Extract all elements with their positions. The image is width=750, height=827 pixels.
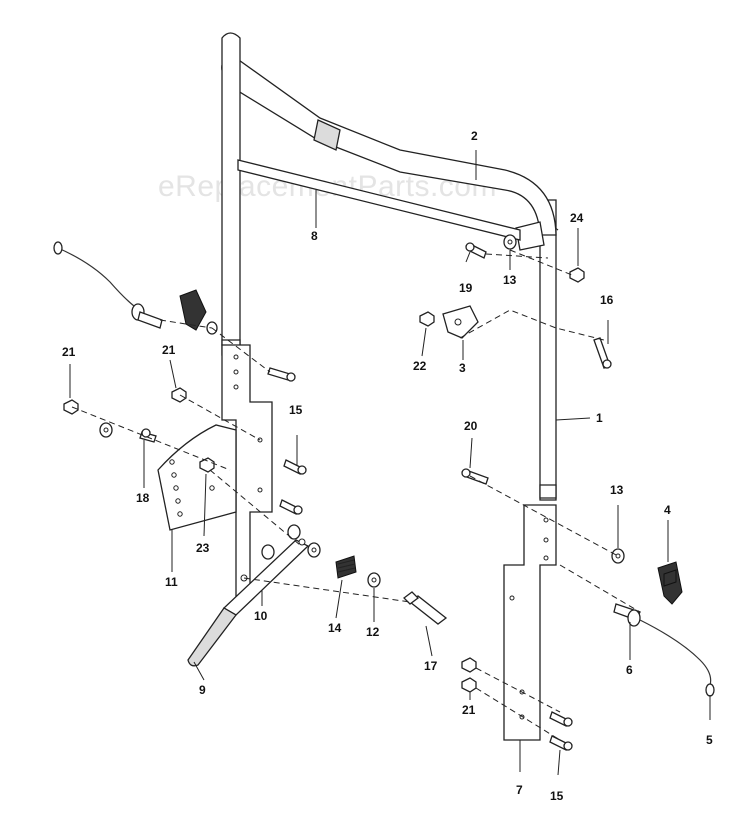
- part-14-spring[interactable]: [335, 555, 357, 579]
- callout-15-right: 15: [550, 789, 564, 803]
- part-21-nuts[interactable]: [63, 387, 477, 693]
- callout-23: 23: [196, 541, 210, 555]
- left-upper-bolt[interactable]: [267, 367, 296, 382]
- part-3-cable-bracket[interactable]: [442, 305, 479, 339]
- callout-21-far-left: 21: [62, 345, 76, 359]
- callout-21-right: 21: [462, 703, 476, 717]
- part-8-left-handle-tube[interactable]: [221, 32, 521, 356]
- callout-14: 14: [328, 621, 342, 635]
- assembly-lines: [71, 249, 641, 741]
- part-24-nut[interactable]: [569, 267, 585, 283]
- part-19-bolt[interactable]: [465, 242, 487, 259]
- leader-lines: [69, 150, 711, 776]
- callout-8: 8: [311, 229, 318, 243]
- callout-16: 16: [600, 293, 614, 307]
- part-2-handlebar[interactable]: [221, 57, 557, 251]
- callout-2: 2: [471, 129, 478, 143]
- callout-17: 17: [424, 659, 438, 673]
- left-lock-pin-cable[interactable]: [53, 241, 163, 329]
- part-1-right-handle-tube[interactable]: [537, 199, 559, 501]
- part-17-bolt[interactable]: [403, 591, 448, 625]
- callout-20: 20: [464, 419, 478, 433]
- left-mount-bracket[interactable]: [221, 344, 273, 601]
- callout-1: 1: [596, 411, 603, 425]
- part-16-bolt[interactable]: [593, 337, 612, 369]
- part-11-adjustment-plate[interactable]: [157, 424, 237, 531]
- callout-19: 19: [459, 281, 473, 295]
- callout-24: 24: [570, 211, 584, 225]
- callout-6: 6: [626, 663, 633, 677]
- callout-18: 18: [136, 491, 150, 505]
- callout-4: 4: [664, 503, 671, 517]
- callout-21-left: 21: [162, 343, 176, 357]
- callout-13-lower: 13: [610, 483, 624, 497]
- part-23-nut[interactable]: [199, 457, 215, 473]
- callout-3: 3: [459, 361, 466, 375]
- callout-12: 12: [366, 625, 380, 639]
- left-knob[interactable]: [179, 289, 207, 331]
- part-22-nut[interactable]: [419, 311, 435, 327]
- part-10-lever-arm[interactable]: [187, 538, 310, 667]
- callout-22: 22: [413, 359, 427, 373]
- callout-7: 7: [516, 783, 523, 797]
- part-7-right-mount-bracket[interactable]: [503, 504, 557, 741]
- callout-10: 10: [254, 609, 268, 623]
- callout-5: 5: [706, 733, 713, 747]
- callout-11: 11: [165, 575, 178, 589]
- callout-9: 9: [199, 683, 206, 697]
- part-6-lock-pin-cable[interactable]: [613, 603, 715, 697]
- callout-13-upper: 13: [503, 273, 517, 287]
- part-4-right-knob[interactable]: [657, 561, 683, 605]
- part-20-bolt[interactable]: [461, 468, 489, 485]
- callout-15-left: 15: [289, 403, 303, 417]
- callout-labels: 2 8 1 3 4 5 6 7 9 10 11 12 13 13 14 15 1…: [62, 129, 713, 803]
- part-15-bolts[interactable]: [279, 459, 573, 751]
